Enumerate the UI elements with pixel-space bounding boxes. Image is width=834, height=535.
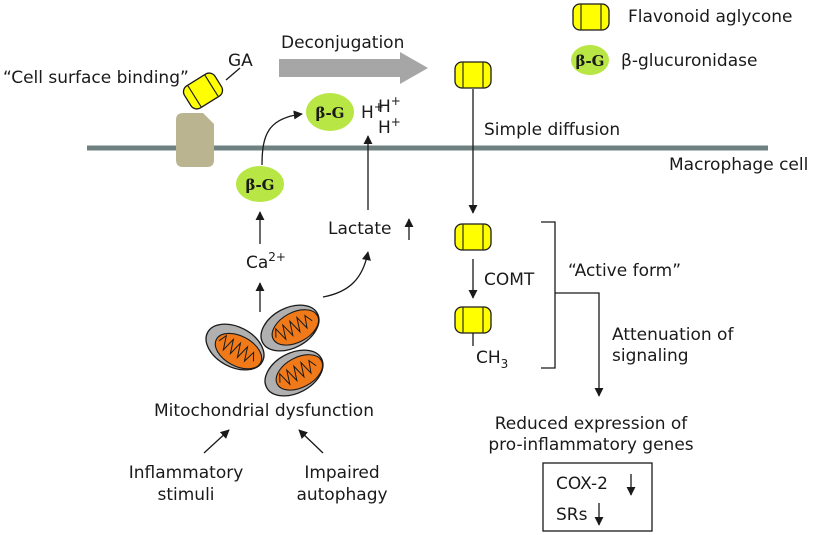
lactate-label: Lactate <box>328 219 391 239</box>
srs-label: SRs <box>556 505 588 525</box>
ga-label: GA <box>228 51 253 71</box>
attenuation-line2: signaling <box>612 346 689 366</box>
mitochondrion-1 <box>197 314 273 380</box>
mitochondrion-3 <box>256 340 332 406</box>
inflammatory-line1: Inflammatory <box>129 463 244 483</box>
glucuronidase-bottom-label: β-G <box>246 176 275 194</box>
reduced-line2: pro-inflammatory genes <box>488 435 693 455</box>
proton-1: H+ <box>361 100 384 123</box>
cell-surface-binding-label: “Cell surface binding” <box>3 68 189 88</box>
ch3-label: CH3 <box>476 348 508 371</box>
legend: Flavonoid aglycone β-G β-glucuronidase <box>571 3 792 75</box>
mitochondrion-2 <box>252 295 328 361</box>
glucuronidase-activation-arrow <box>261 110 303 166</box>
simple-diffusion-label: Simple diffusion <box>484 120 620 140</box>
mito-to-lactate-arrow <box>322 251 371 298</box>
glucuronidase-top <box>306 93 354 131</box>
active-form-label: “Active form” <box>568 261 681 281</box>
glucuronidase-top-label: β-G <box>316 104 345 122</box>
comt-label: COMT <box>484 270 535 290</box>
methylated-aglycone-icon <box>454 306 492 334</box>
calcium-label: Ca2+ <box>246 250 286 273</box>
reduced-line1: Reduced expression of <box>495 414 689 434</box>
mito-dysfunction-label: Mitochondrial dysfunction <box>154 401 374 421</box>
autophagy-arrow <box>298 429 324 454</box>
inflammatory-arrow <box>203 429 230 454</box>
proton-3: H+ <box>378 115 401 138</box>
impaired-line1: Impaired <box>304 463 379 483</box>
receptor-icon <box>176 113 214 167</box>
deconjugation-arrow <box>279 52 428 84</box>
gene-box <box>542 462 653 532</box>
legend-glucuronidase-icon <box>571 45 609 75</box>
legend-aglycone-icon <box>572 3 610 31</box>
legend-glucuronidase-label: β-glucuronidase <box>621 51 757 71</box>
impaired-line2: autophagy <box>296 485 387 505</box>
free-aglycone-icon <box>454 61 492 89</box>
attenuation-line1: Attenuation of <box>612 325 734 345</box>
legend-aglycone-label: Flavonoid aglycone <box>628 7 792 27</box>
proton-2: H+ <box>378 94 401 117</box>
glucuronidase-bottom <box>236 166 284 202</box>
inflammatory-line2: stimuli <box>157 485 214 505</box>
intracellular-aglycone-icon <box>454 223 492 251</box>
active-form-bracket <box>541 221 556 369</box>
ga-link <box>225 67 241 81</box>
macrophage-cell-label: Macrophage cell <box>669 155 808 175</box>
attenuation-arrow <box>555 292 604 397</box>
legend-glucuronidase-abbrev: β-G <box>576 52 605 70</box>
cox2-label: COX-2 <box>556 474 608 494</box>
deconjugation-label: Deconjugation <box>281 33 404 53</box>
